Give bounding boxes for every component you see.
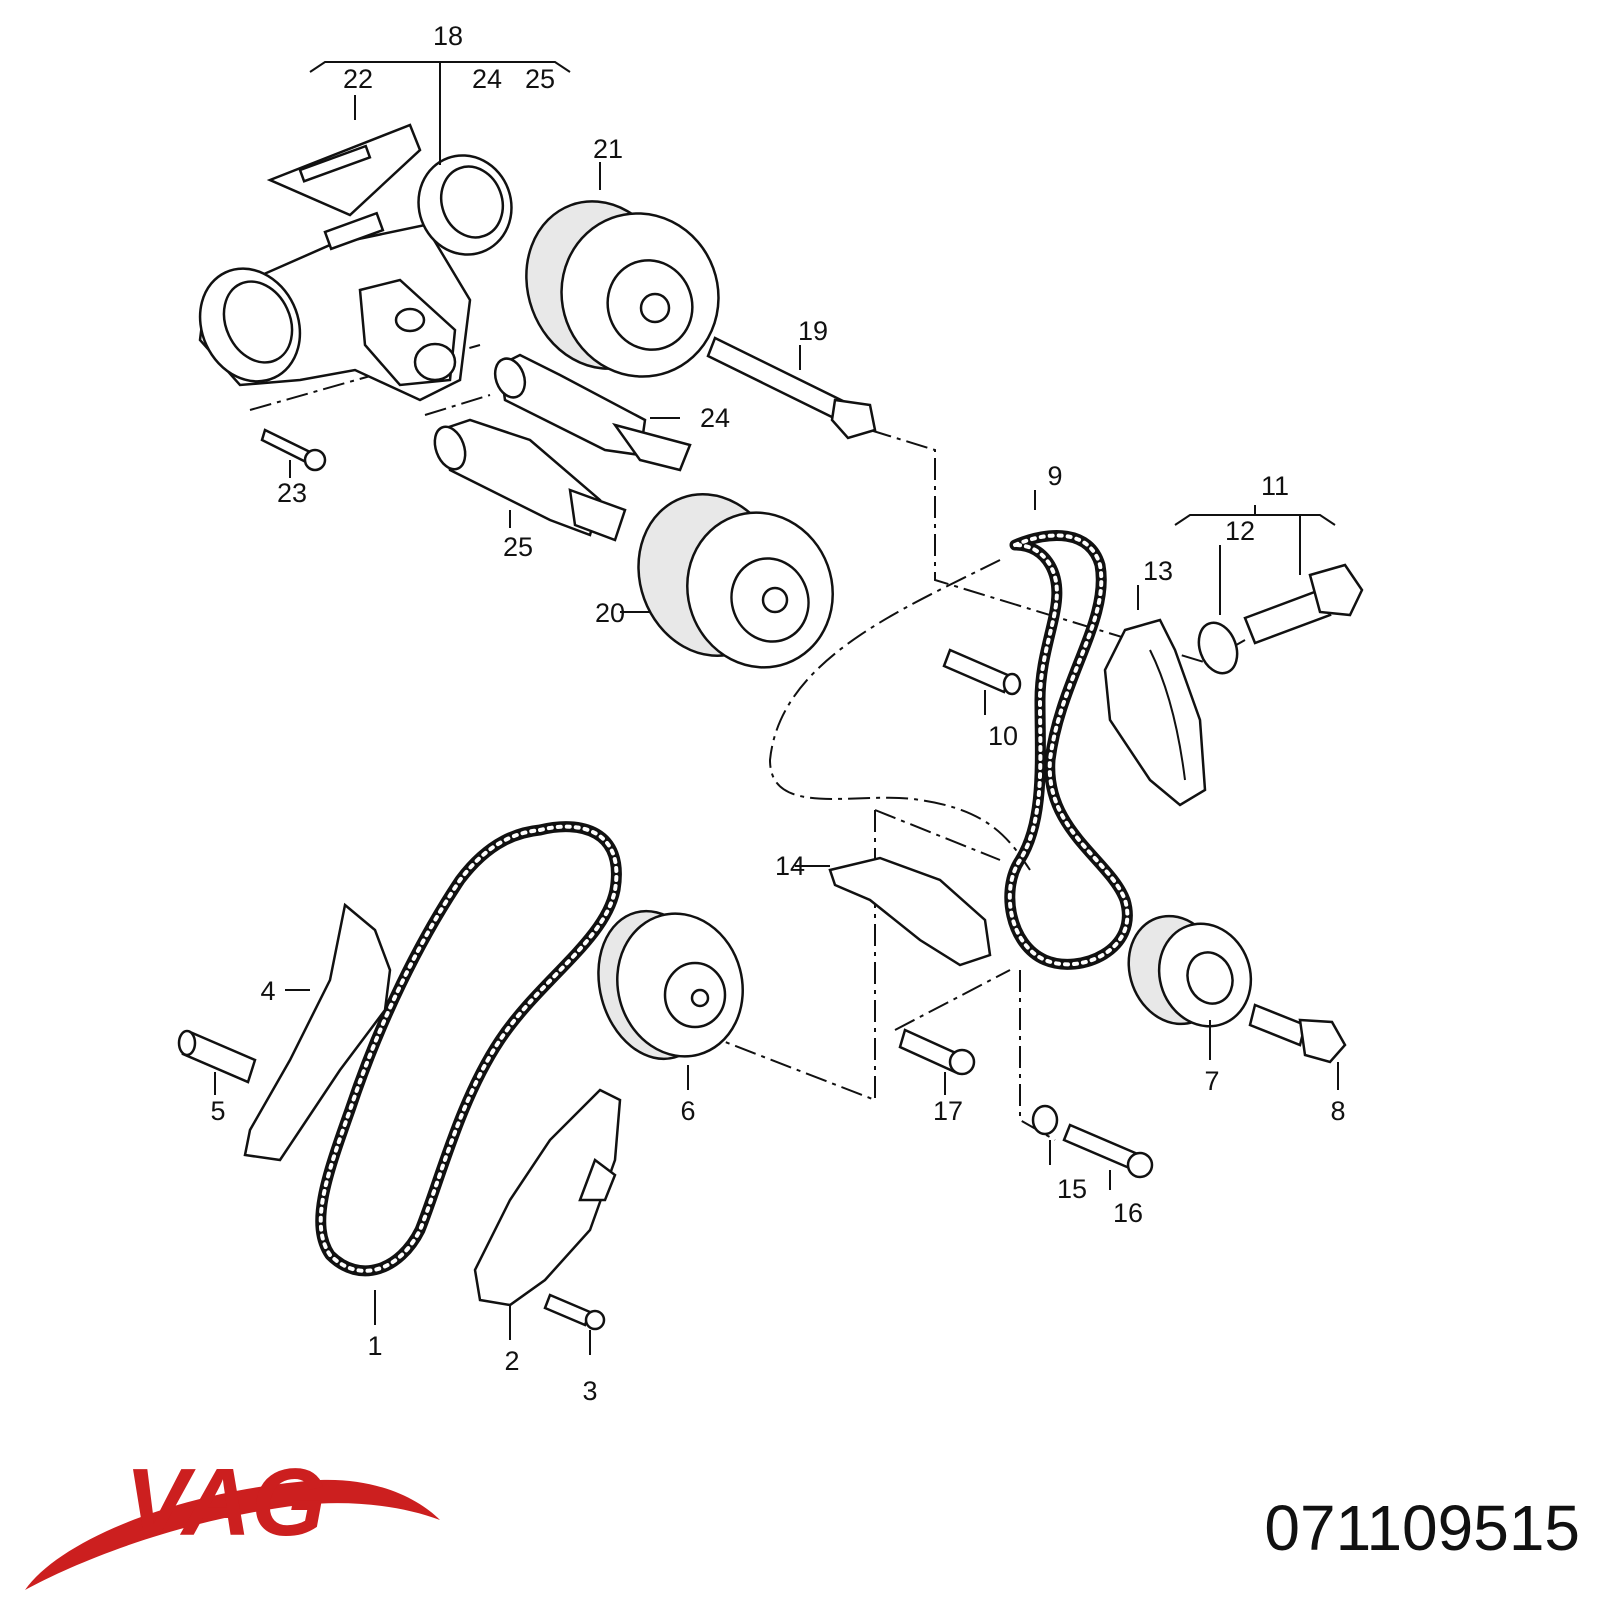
callout-12: 12 [1225, 516, 1255, 546]
guide-pin-5 [177, 1029, 257, 1084]
washer-15 [1031, 1104, 1059, 1136]
callout-21: 21 [593, 134, 623, 164]
bolt-23 [260, 428, 327, 472]
timing-chain-1 [315, 821, 622, 1277]
guide-pin-17 [898, 1028, 976, 1076]
camshaft-sprocket-21 [525, 200, 720, 378]
bolt-8 [1248, 1003, 1347, 1064]
callout-18: 18 [433, 21, 463, 51]
callout-2: 2 [504, 1346, 519, 1376]
tensioner-11 [1197, 563, 1364, 675]
vag-logo: VAG [25, 1449, 440, 1590]
callout-11: 11 [1261, 471, 1289, 501]
callout-22: 22 [343, 64, 373, 94]
assembly-dash-lines [249, 344, 1246, 1141]
crank-sprocket-6 [597, 909, 744, 1061]
guide-rail-14 [828, 856, 992, 967]
callout-25-top: 25 [525, 64, 555, 94]
callout-10: 10 [988, 721, 1018, 751]
callout-24: 24 [700, 403, 730, 433]
callout-1: 1 [367, 1331, 382, 1361]
logo-text: VAG [125, 1449, 326, 1556]
bolt-16 [1062, 1123, 1154, 1179]
part-number: 071109515 [1264, 1492, 1580, 1564]
callout-6: 6 [680, 1096, 695, 1126]
callout-19: 19 [798, 316, 828, 346]
callout-24-top: 24 [472, 64, 502, 94]
callout-13: 13 [1143, 556, 1173, 586]
solenoid-valve-24 [493, 353, 692, 472]
callout-16: 16 [1113, 1198, 1143, 1228]
callout-20: 20 [595, 598, 625, 628]
logo-swoosh [25, 1479, 440, 1590]
callout-15: 15 [1057, 1174, 1087, 1204]
solenoid-valve-25 [433, 418, 627, 542]
tensioner-rail-2 [473, 1088, 622, 1307]
callout-17: 17 [933, 1096, 963, 1126]
callout-14: 14 [775, 851, 805, 881]
leader-lines [214, 61, 1339, 1355]
camshaft-adjuster-housing [198, 123, 513, 402]
callout-labels: 18 22 24 25 21 19 24 23 25 20 9 11 12 13… [210, 21, 1345, 1406]
callout-23: 23 [277, 478, 307, 508]
sprocket-7 [1127, 914, 1253, 1028]
callout-3: 3 [582, 1376, 597, 1406]
callout-4: 4 [260, 976, 275, 1006]
guide-pin-10 [942, 648, 1022, 696]
callout-9: 9 [1047, 461, 1062, 491]
bolt-3 [543, 1293, 606, 1331]
camshaft-sprocket-20 [637, 493, 834, 669]
callout-25: 25 [503, 532, 533, 562]
callout-7: 7 [1204, 1066, 1219, 1096]
callout-5: 5 [210, 1096, 225, 1126]
guide-rail-4 [243, 902, 392, 1162]
tensioner-rail-13 [1103, 618, 1207, 807]
callout-8: 8 [1330, 1096, 1345, 1126]
bolt-19 [706, 336, 877, 440]
timing-chain-9 [1004, 530, 1133, 970]
